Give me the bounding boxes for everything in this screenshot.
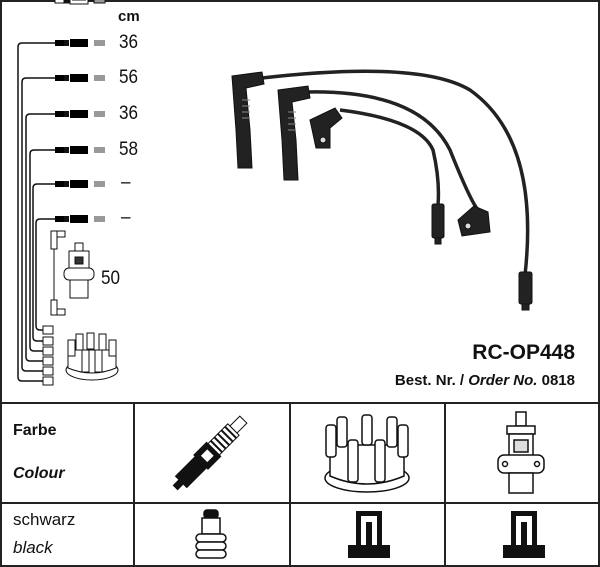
- schematic-cap-terminals: [42, 325, 54, 386]
- product-code: RC-OP448: [472, 341, 575, 364]
- order-number: 0818: [541, 372, 575, 389]
- order-label: Order No.: [468, 372, 538, 389]
- order-prefix: Best. Nr. /: [394, 372, 465, 389]
- plug-terminal-icon: [195, 509, 227, 559]
- schematic-plug-connectors: [54, 0, 106, 5]
- order-number-line: Best. Nr. / Order No. 0818: [395, 372, 575, 389]
- distributor-cap-icon: [324, 414, 410, 493]
- length-label: –: [121, 172, 131, 193]
- coil-terminal-icon: [503, 511, 545, 558]
- ignition-wire-set: [261, 69, 530, 276]
- colour-header-en: Colour: [13, 465, 65, 482]
- length-label: 36: [119, 32, 139, 53]
- schematic-connector-rows: [54, 38, 106, 224]
- coil-length-label: 50: [101, 268, 121, 289]
- wire-boots: [231, 71, 533, 311]
- spark-plug-icon: [172, 415, 248, 491]
- colour-value-de: schwarz: [13, 510, 76, 529]
- ignition-coil-icon: [497, 411, 545, 494]
- schematic-coil-lead: [50, 230, 95, 316]
- length-label: 58: [119, 139, 139, 160]
- unit-label: cm: [118, 8, 140, 25]
- cap-terminal-icon: [348, 511, 390, 558]
- length-label: 36: [119, 103, 139, 124]
- schematic-wires: [17, 42, 55, 382]
- colour-header-de: Farbe: [13, 422, 57, 439]
- schematic-distributor-cap: [65, 332, 119, 381]
- table-grid: [0, 402, 600, 567]
- length-label: 56: [119, 67, 139, 88]
- colour-value-en: black: [13, 538, 53, 557]
- length-label: –: [121, 207, 131, 228]
